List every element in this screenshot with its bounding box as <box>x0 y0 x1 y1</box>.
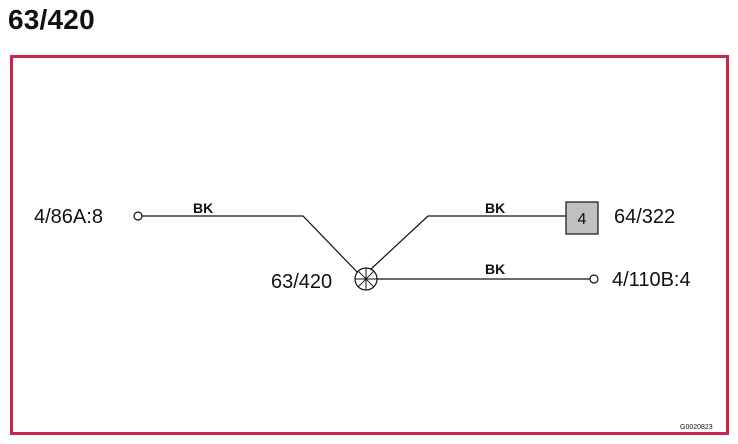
left-wire <box>142 215 361 276</box>
connector-box <box>565 201 599 235</box>
connector-box-label: 4 <box>578 211 587 228</box>
upper-right-terminal-label: 64/322 <box>614 206 675 228</box>
left-wire-color-label: BK <box>193 200 213 216</box>
diagram-frame <box>10 55 729 435</box>
crossed-circle-splice-icon <box>354 267 378 291</box>
upper-right-wire <box>370 215 566 270</box>
left-terminal-label: 4/86A:8 <box>34 206 103 228</box>
lower-right-wire-color-label: BK <box>485 261 505 277</box>
page-title: 63/420 <box>8 4 95 35</box>
upper-right-wire-color-label: BK <box>485 200 505 216</box>
lower-right-terminal-label: 4/110B:4 <box>612 269 691 291</box>
right-terminal-icon <box>589 274 599 284</box>
splice-label: 63/420 <box>271 271 332 293</box>
footer-code: G0020823 <box>680 424 713 431</box>
left-terminal-icon <box>133 211 143 221</box>
